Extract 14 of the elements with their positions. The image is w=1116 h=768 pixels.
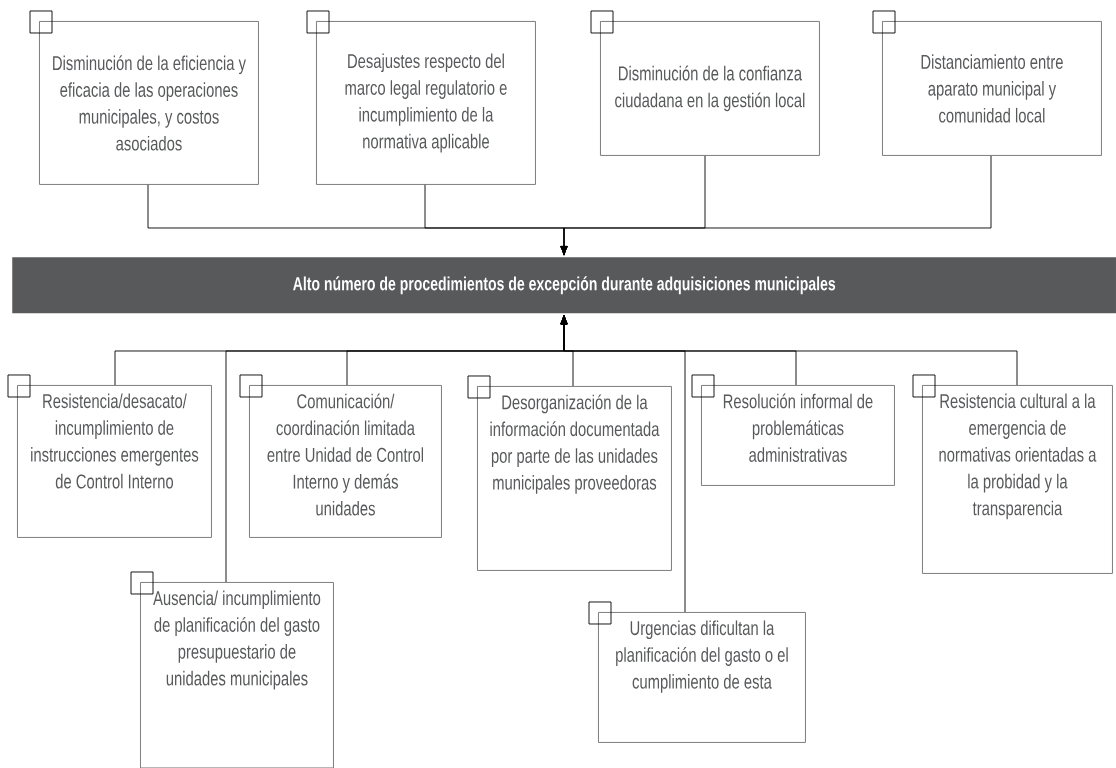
text-box: Distanciamiento entre aparato municipal y comunidad local [872,10,1102,156]
text-box: Disminución de la eficiencia y eficacia de las operaciones municipales, y costos asociados [29,10,259,185]
text-box: Desajustes respecto del marco legal regulatorio e incumplimiento de la normativa aplicable [306,10,536,185]
text-box: Urgencias dificultan la planificación del gasto o el cumplimiento de esta [588,601,806,743]
text-box: Resistencia/desacato/ incumplimiento de instrucciones emergentes de Control Interno [7,374,212,538]
text-box: Disminución de la confianza ciudadana en la gestión local [590,10,820,156]
text-box: Desorganización de la información documentada por parte de las unidades municipales proveedoras [467,375,672,571]
text-box: Comunicación/ coordinación limitada entre Unidad de Control Interno y demás unidades [239,374,442,538]
text-box: Resolución informal de problemáticas administrativas [691,374,895,486]
arrow [560,155,992,256]
problem-band: Alto número de procedimientos de excepción durante adquisiciones municipales [12,257,1116,314]
arrow [560,314,686,613]
text-box: Ausencia/ incumplimiento de planificación del gasto presupuestario de unidades municipales [130,571,334,768]
text-box: Resistencia cultural a la emergencia de normativas orientadas a la probidad y la transparencia [912,374,1113,574]
